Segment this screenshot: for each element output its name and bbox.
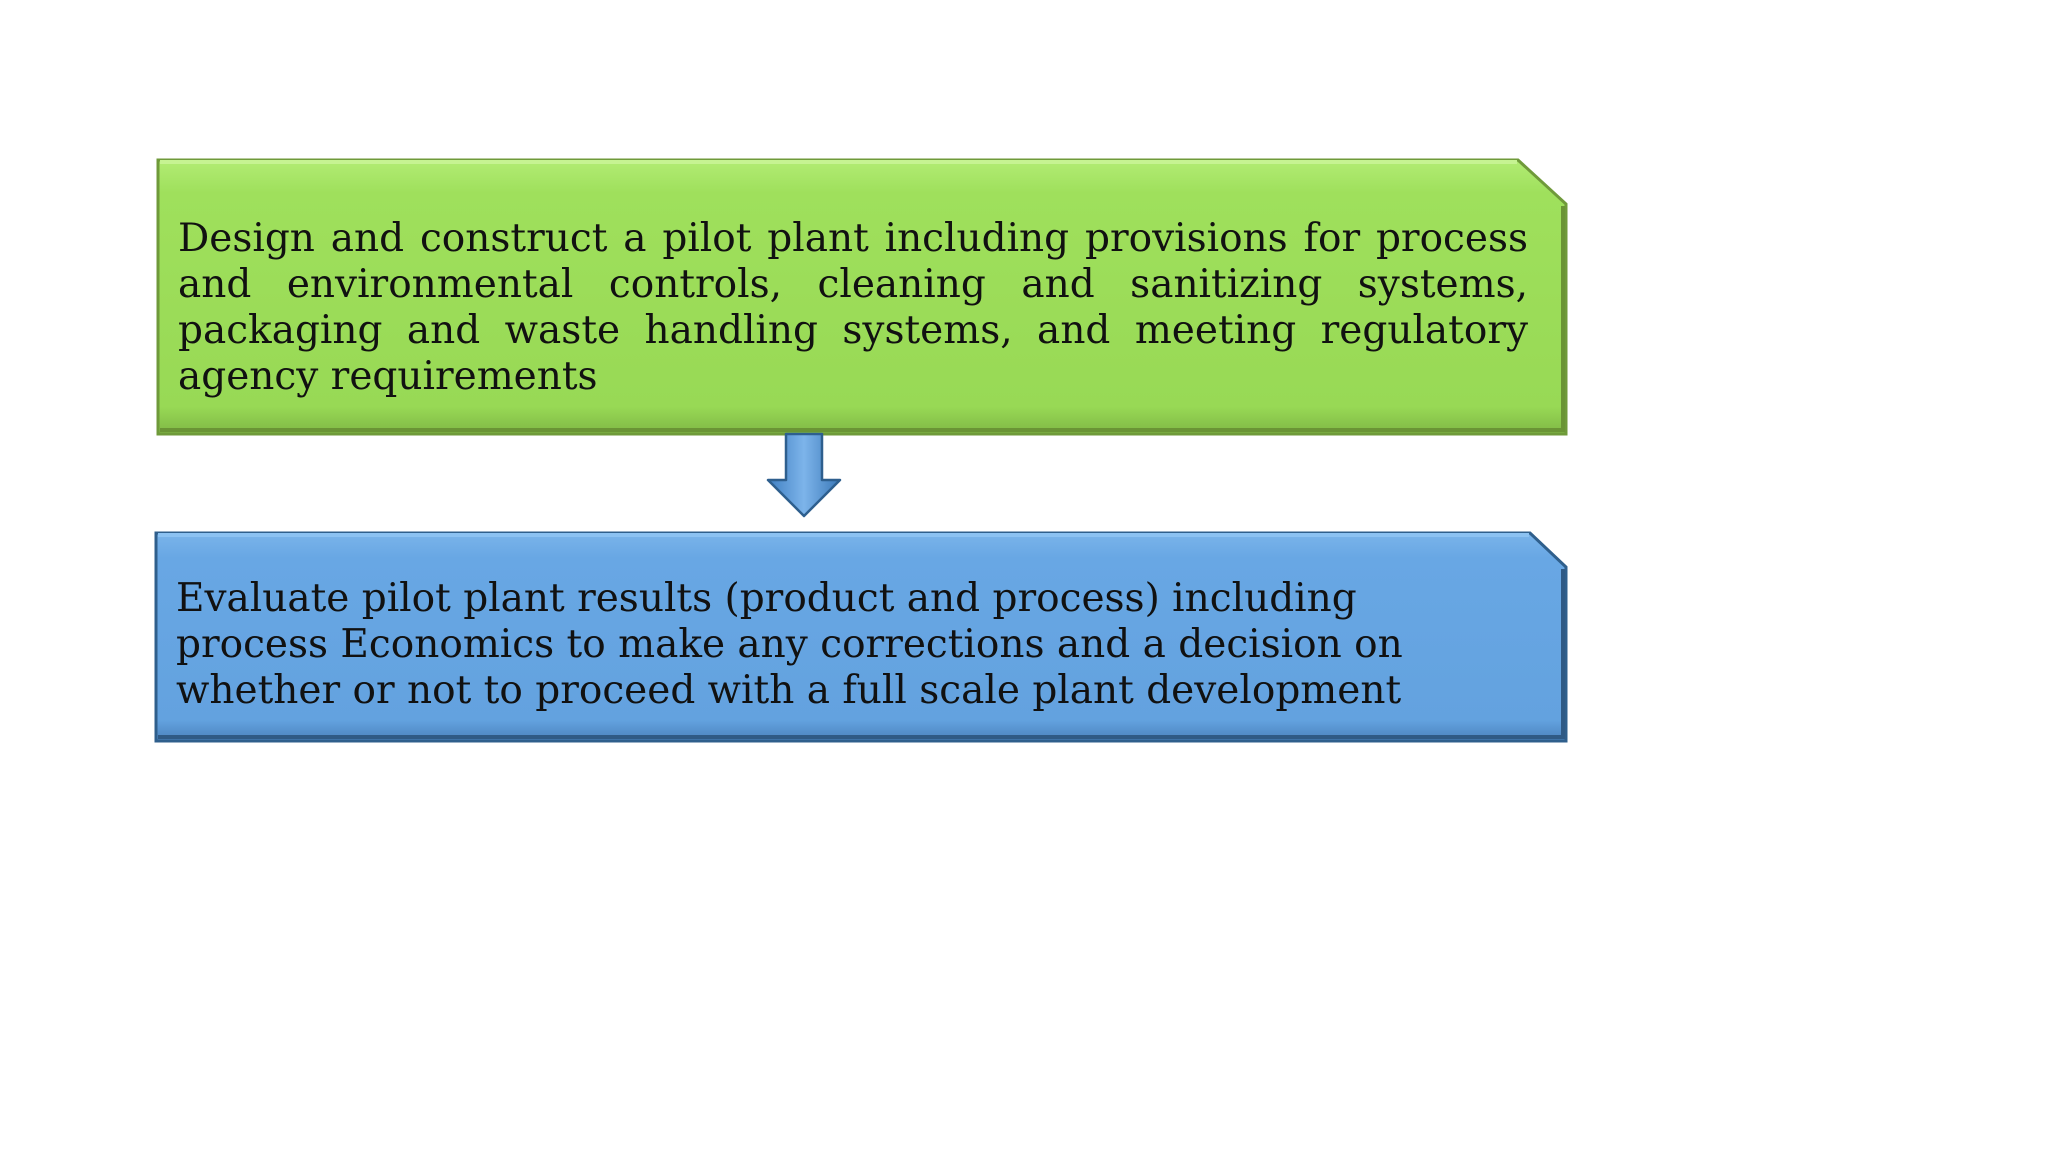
step-text: Evaluate pilot plant results (product an… <box>176 576 1403 713</box>
snip-corner-rectangle <box>154 531 1568 743</box>
step-text: Design and construct a pilot plant inclu… <box>178 216 1528 399</box>
down-arrow-icon <box>766 432 842 518</box>
step-box-design-construct: Design and construct a pilot plant inclu… <box>156 158 1568 436</box>
arrow-shape <box>766 432 842 518</box>
step-box-evaluate-results: Evaluate pilot plant results (product an… <box>154 531 1568 743</box>
snip-corner-rectangle <box>156 158 1568 436</box>
